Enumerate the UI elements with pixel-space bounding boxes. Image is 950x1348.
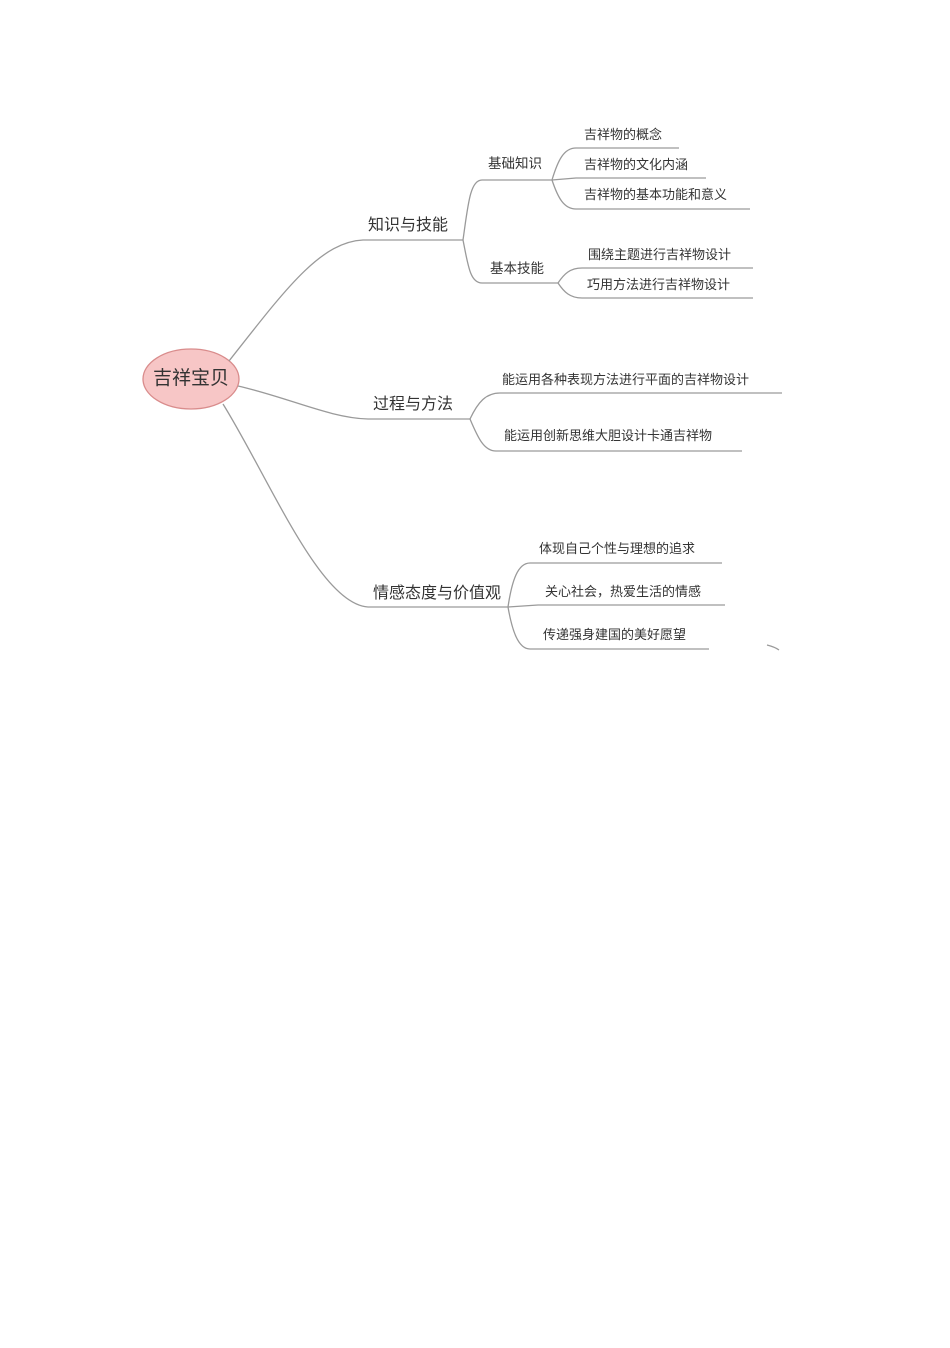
leaf-emotion-2: 关心社会，热爱生活的情感: [545, 585, 702, 600]
leaf-emotion-1: 体现自己个性与理想的追求: [539, 542, 696, 557]
leaf-line-e3: [507, 606, 709, 650]
leaf-knowledge-2: 吉祥物的文化内涵: [584, 158, 689, 173]
root-node-shape: [142, 348, 240, 410]
branch-line-emotion: [222, 403, 508, 608]
leaf-line-k1: [551, 147, 679, 181]
branch-line-knowledge: [228, 239, 463, 362]
leaf-knowledge-1: 吉祥物的概念: [584, 128, 663, 143]
leaf-process-2: 能运用创新思维大胆设计卡通吉祥物: [504, 429, 713, 444]
leaf-line-p1: [469, 392, 782, 420]
leaf-line-k2: [551, 177, 706, 181]
leaf-line-e1: [507, 562, 722, 608]
basic-knowledge-label: 基础知识: [488, 156, 542, 172]
branch-line-basic-knowledge: [462, 179, 552, 241]
leaf-knowledge-3: 吉祥物的基本功能和意义: [584, 188, 728, 203]
root-node-label: 吉祥宝贝: [153, 367, 230, 389]
leaf-line-e2: [507, 604, 725, 608]
leaf-line-s2: [557, 282, 753, 299]
branch-line-process: [237, 385, 470, 420]
branch-knowledge-label: 知识与技能: [368, 215, 449, 234]
branch-process-label: 过程与方法: [373, 394, 454, 413]
stray-mark: [766, 644, 780, 651]
leaf-line-s1: [557, 267, 753, 284]
leaf-skill-1: 围绕主题进行吉祥物设计: [588, 248, 732, 263]
leaf-emotion-3: 传递强身建国的美好愿望: [543, 628, 687, 643]
leaf-line-k3: [551, 179, 750, 210]
basic-skills-label: 基本技能: [490, 261, 544, 277]
leaf-process-1: 能运用各种表现方法进行平面的吉祥物设计: [502, 373, 750, 388]
leaf-line-p2: [469, 418, 742, 452]
leaf-skill-2: 巧用方法进行吉祥物设计: [587, 278, 731, 293]
branch-emotion-label: 情感态度与价值观: [373, 583, 502, 602]
branch-line-basic-skills: [462, 239, 558, 284]
